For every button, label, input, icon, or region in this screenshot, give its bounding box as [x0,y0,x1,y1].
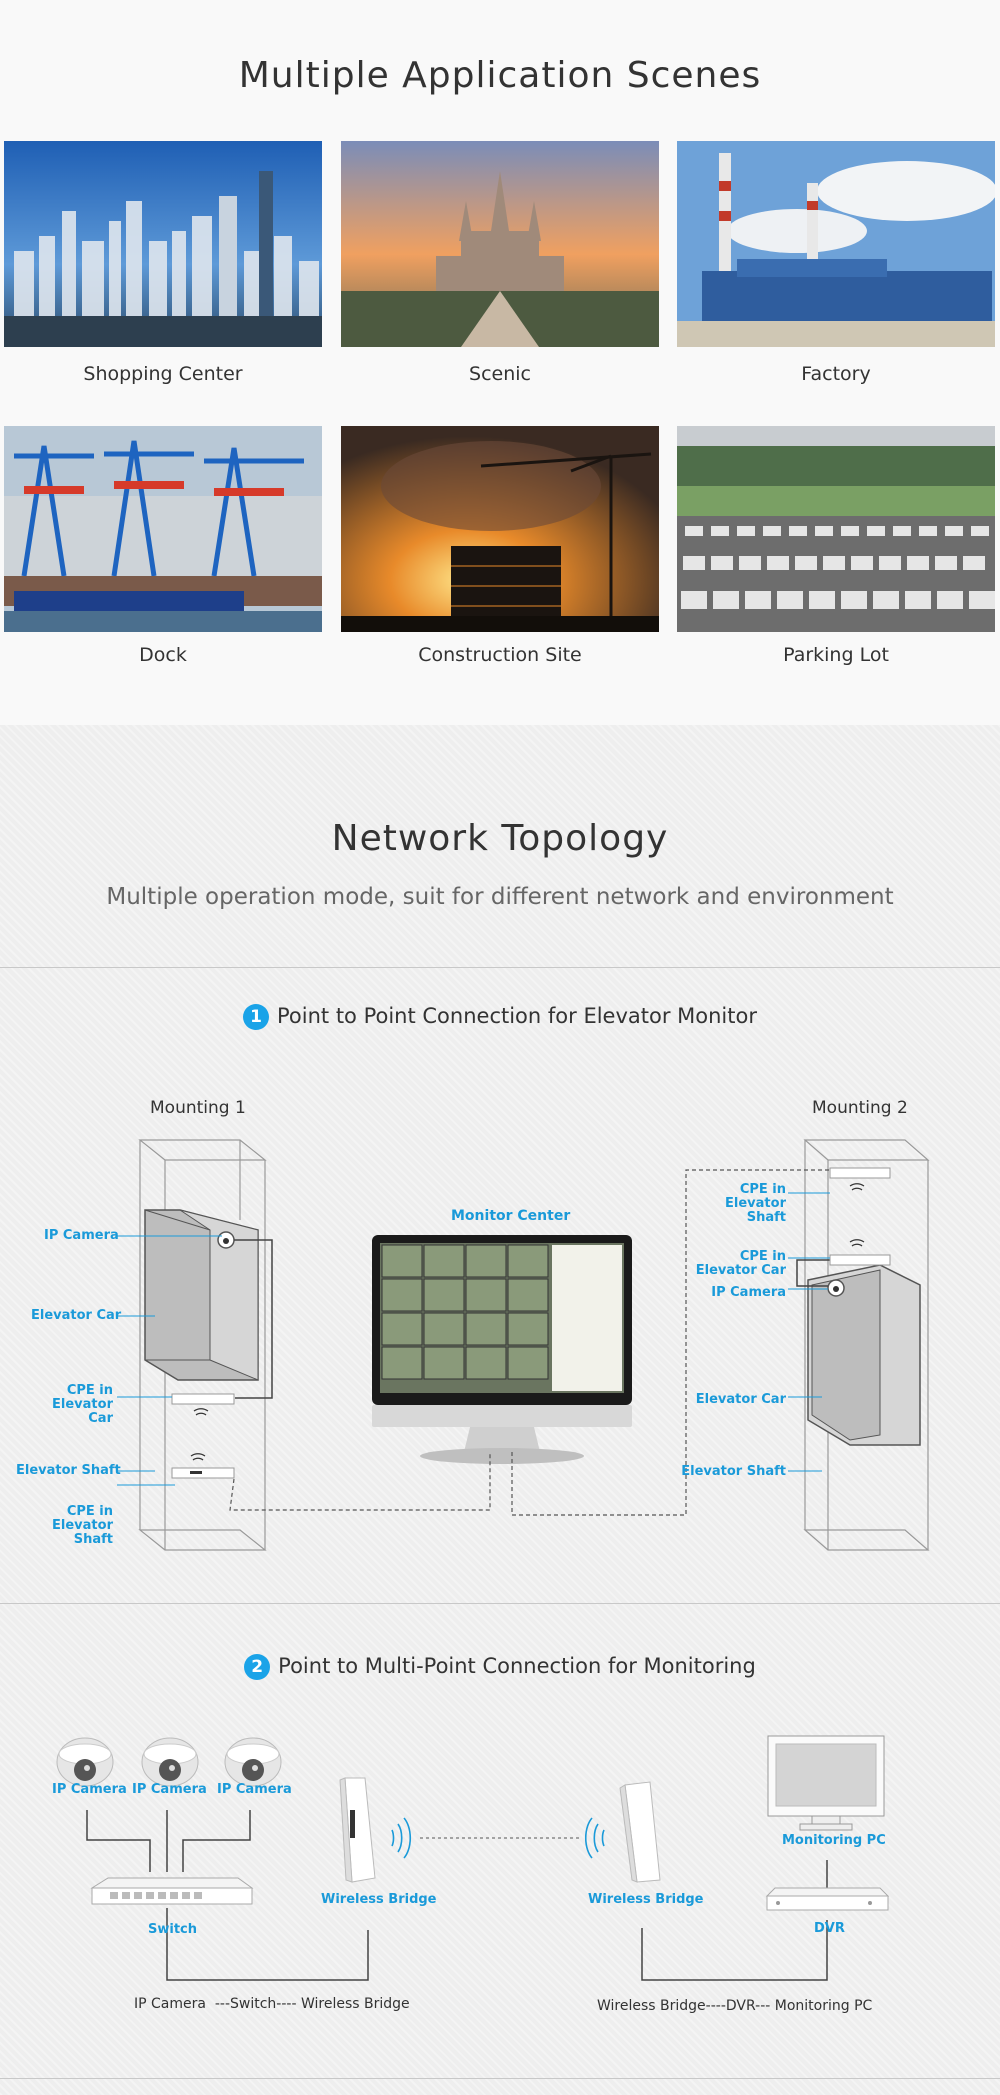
ip-camera-label-1: IP Camera [52,1782,127,1797]
p2p-section-title: 1 Point to Point Connection for Elevator … [0,1004,1000,1030]
p2p-elevator-diagram [117,1139,930,1551]
cpe-car-label-line1: CPE in [739,1249,786,1264]
wifi-signal-icon [849,1183,865,1191]
topology-title: Network Topology [331,818,669,859]
cpe-device-icon [171,1467,235,1479]
scene-image-construction [341,426,659,632]
p2mp-monitoring-diagram [56,1735,890,1981]
cpe-car-label-line2: Elevator Car [52,1397,113,1426]
scene-image-scenic [341,141,659,347]
divider [0,967,1000,968]
ip-camera-label-2: IP Camera [132,1782,207,1797]
elevator-car-label-left: Elevator Car [31,1308,122,1323]
dome-camera-icon [56,1737,114,1787]
cpe-car-label-line1: CPE in [66,1383,113,1398]
dvr-icon [765,1887,890,1911]
p2p-title-text: Point to Point Connection for Elevator M… [277,1004,757,1028]
cpe-device-icon [829,1167,891,1179]
divider [0,2078,1000,2079]
elevator-shaft-label-right: Elevator Shaft [681,1464,786,1479]
p2mp-section-title: 2 Point to Multi-Point Connection for Mon… [0,1654,1000,1680]
elevator-car-right [807,1264,921,1446]
ip-camera-label-3: IP Camera [217,1782,292,1797]
cpe-device-icon [829,1254,891,1266]
wireless-bridge-icon [619,1781,661,1883]
wireless-bridge-label-left: Wireless Bridge [321,1892,437,1907]
step-number-badge: 1 [243,1004,269,1030]
cpe-shaft-label-line2: Elevator Shaft [725,1196,786,1225]
cpe-shaft-label-line1: CPE in [66,1504,113,1519]
monitoring-pc-label: Monitoring PC [782,1833,886,1848]
scene-label-shopping-center: Shopping Center [83,363,243,385]
wifi-signal-icon [584,1817,605,1859]
dvr-label: DVR [814,1921,845,1936]
scene-label-parking-lot: Parking Lot [783,644,889,666]
chain-caption-right: Wireless Bridge----DVR--- Monitoring PC [597,1998,873,2014]
cpe-shaft-label-line2: Elevator Shaft [52,1518,113,1547]
monitoring-pc-icon [767,1735,885,1831]
scene-label-construction-site: Construction Site [418,644,582,666]
step-number-badge: 2 [244,1654,271,1680]
dome-camera-icon [141,1737,199,1787]
mounting-2-label: Mounting 2 [812,1098,908,1118]
scene-label-factory: Factory [801,363,871,385]
elevator-shaft-label-left: Elevator Shaft [16,1463,121,1478]
divider [0,1603,1000,1604]
chain-caption-left: IP Camera ---Switch---- Wireless Bridge [134,1996,410,2012]
wireless-bridge-icon [339,1777,376,1883]
p2mp-title-text: Point to Multi-Point Connection for Moni… [278,1654,756,1678]
network-switch-icon [90,1877,254,1905]
monitor-center-label: Monitor Center [451,1208,571,1224]
switch-label: Switch [148,1922,198,1937]
mounting-1-label: Mounting 1 [150,1098,246,1118]
wifi-signal-icon [391,1817,412,1859]
topology-subtitle: Multiple operation mode, suit for differ… [106,884,894,910]
application-scenes-section: Multiple Application Scenes Shopping Cen… [0,0,1000,725]
scene-image-shopping-center [4,141,322,347]
scene-label-dock: Dock [139,644,187,666]
elevator-car-left [144,1209,259,1381]
scene-image-parking-lot [677,426,995,632]
scene-label-scenic: Scenic [469,363,531,385]
monitor-center-display [372,1235,632,1464]
cpe-car-label-line2: Elevator Car [695,1263,786,1278]
wifi-signal-icon [190,1453,206,1461]
cpe-device-icon [171,1393,235,1405]
wireless-bridge-label-right: Wireless Bridge [588,1892,704,1907]
scenes-title: Multiple Application Scenes [238,55,762,96]
dome-camera-icon [224,1737,282,1787]
elevator-car-label-right: Elevator Car [695,1392,786,1407]
scene-image-dock [4,426,322,632]
cpe-shaft-label-line1: CPE in [739,1182,786,1197]
scene-image-factory [677,141,995,347]
wifi-signal-icon [849,1239,865,1247]
ip-camera-label-left: IP Camera [44,1228,119,1243]
ip-camera-label-right: IP Camera [711,1285,786,1300]
wifi-signal-icon [193,1408,209,1416]
